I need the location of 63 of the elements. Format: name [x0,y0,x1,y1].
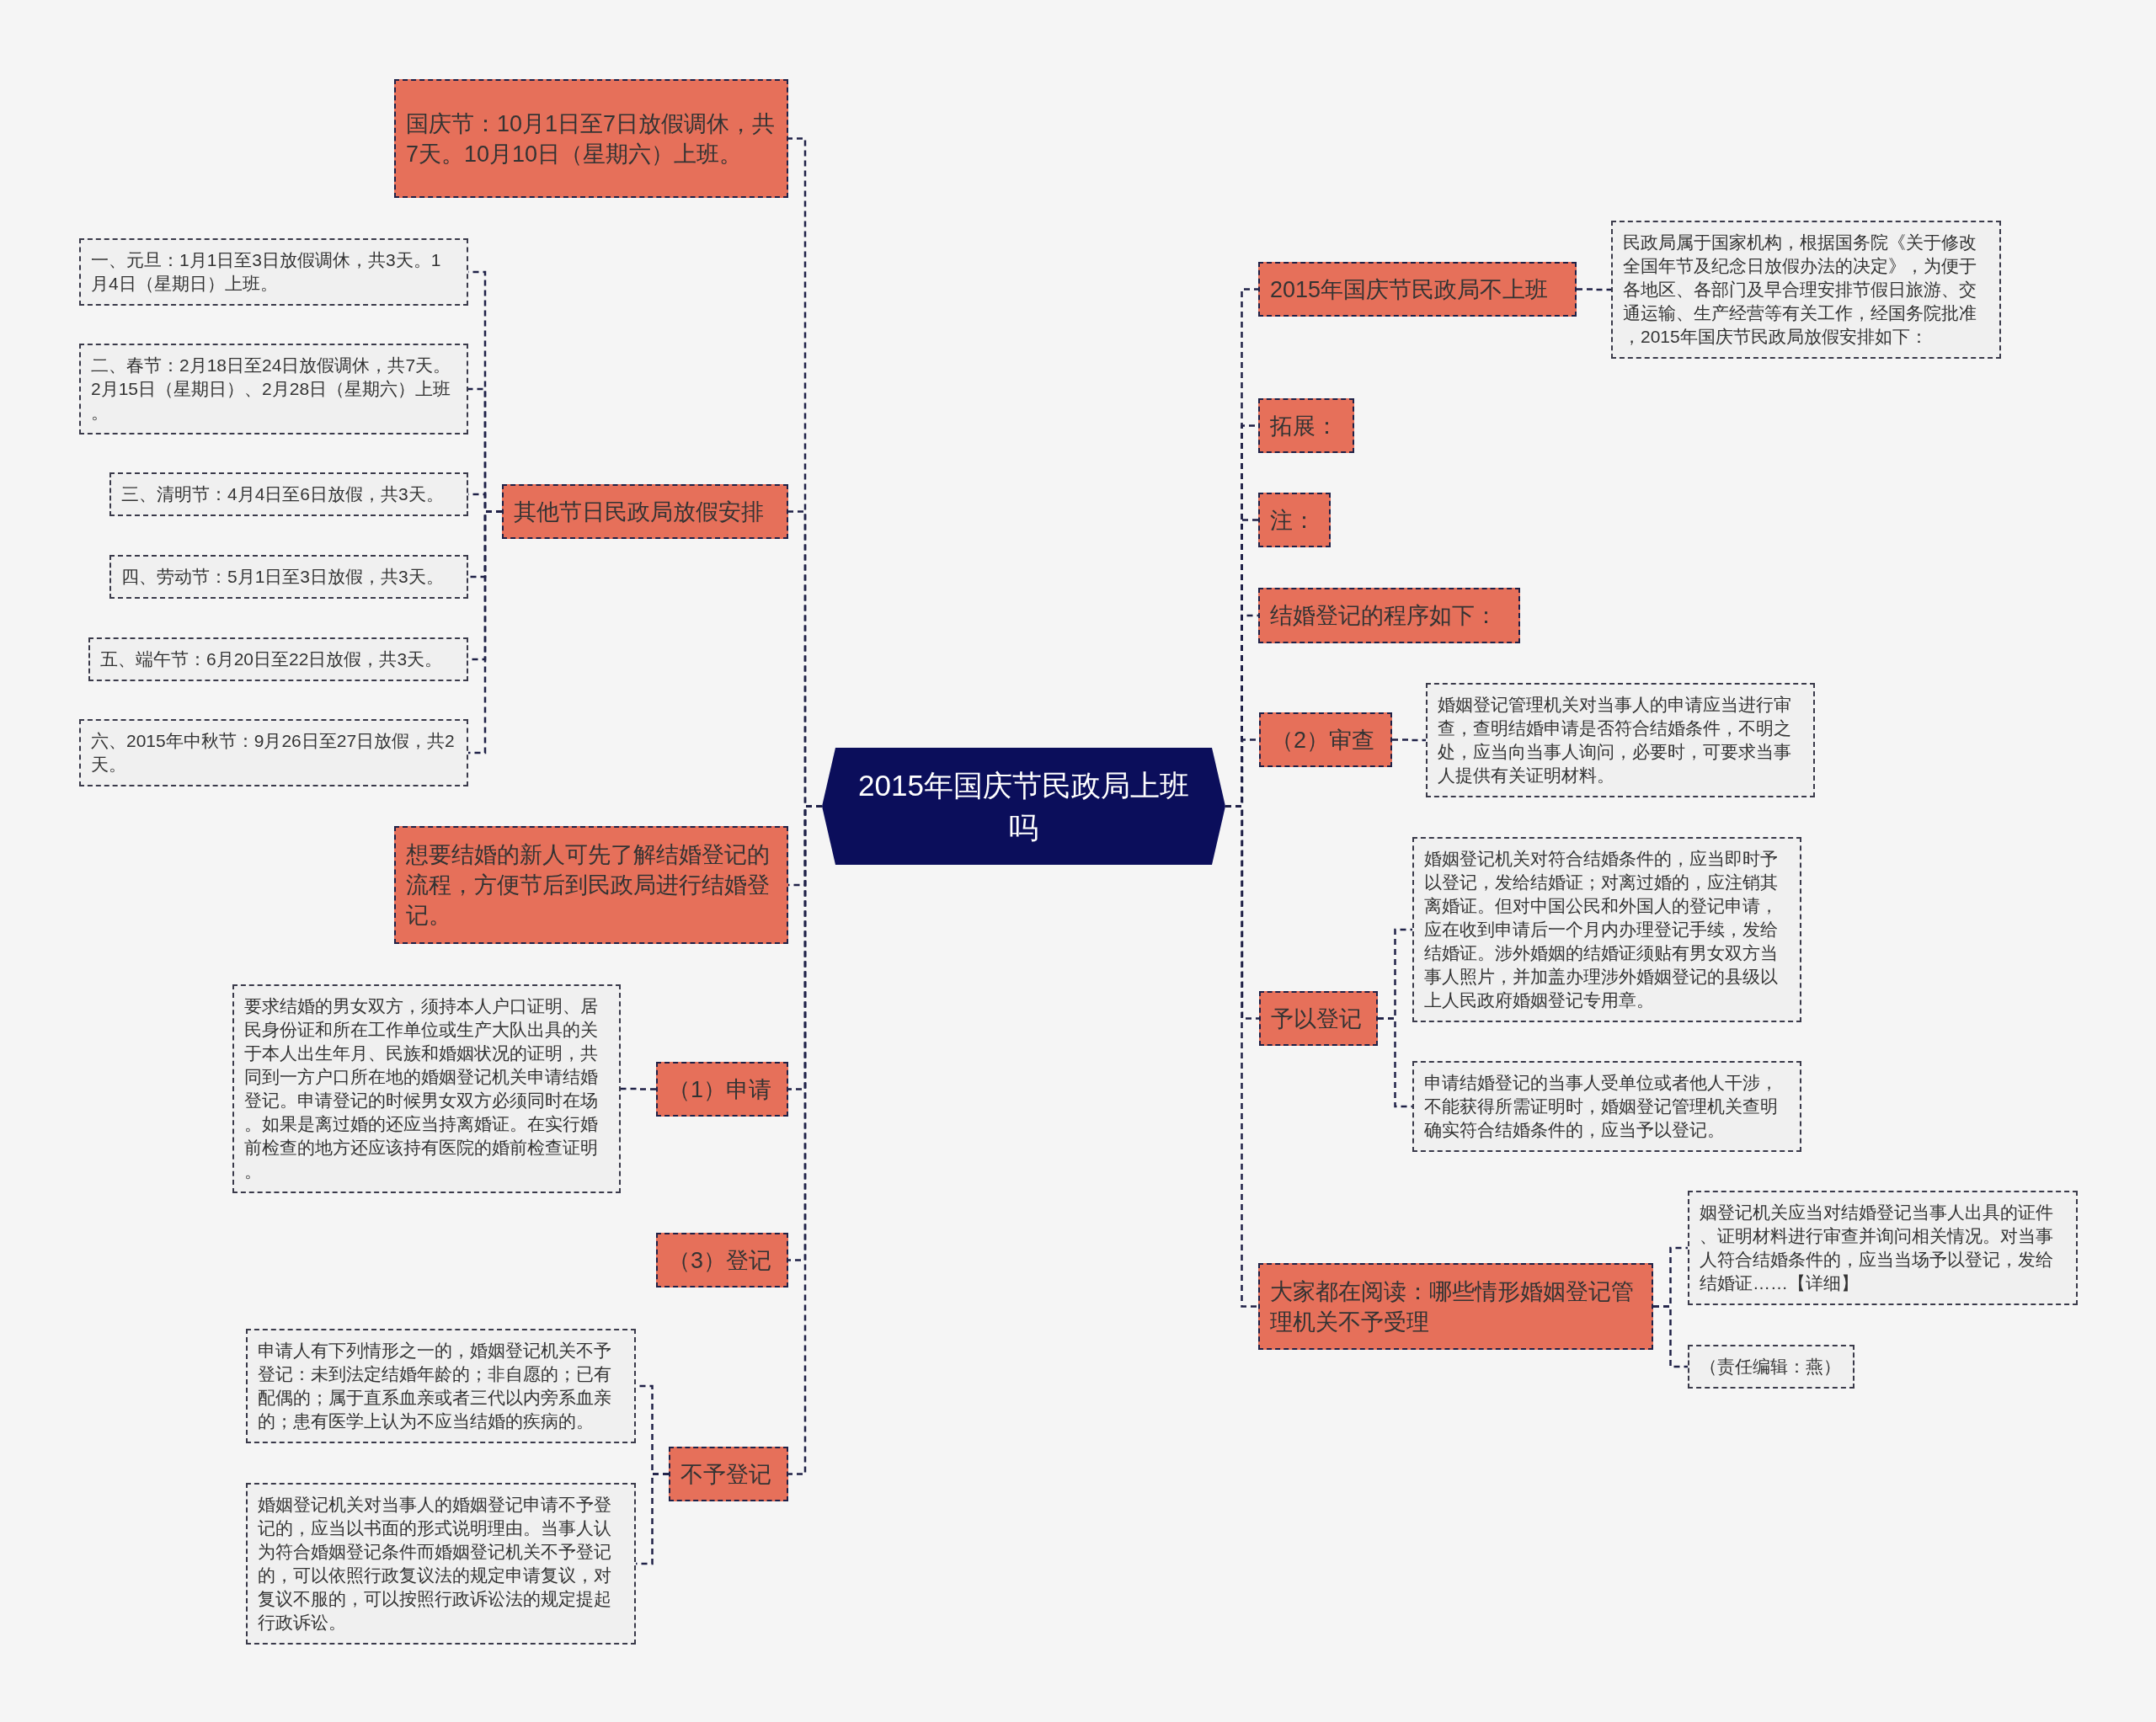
note-box [79,238,468,306]
note-box [1688,1191,2078,1305]
connector-line [1378,1017,1412,1108]
topic-text: （3）登记 [668,1246,772,1275]
topic-box [669,1447,788,1501]
connector-line [1653,1305,1688,1368]
note-text: 申请结婚登记的当事人受单位或者他人干涉，不能获得所需证明时，婚姻登记管理机关查明确实符合结婚条件的，应当予以登记。 [1424,1072,1779,1141]
topic-box [502,484,788,539]
topic-text: （1）申请 [668,1075,772,1104]
note-text: 一、元旦：1月1日至3日放假调休，共3天。1月4日（星期日）上班。 [91,249,442,295]
note-text: 申请人有下列情形之一的，婚姻登记机关不予登记：未到法定结婚年龄的；非自愿的；已有配偶的；属于直系血亲或者三代以内旁系血亲的；患有医学上认为不应当结婚的疾病的。 [258,1340,612,1432]
topic-text: 想要结婚的新人可先了解结婚登记的流程，方便节后到民政局进行结婚登记。 [406,841,771,930]
topic-text: 拓展： [1270,412,1338,440]
note-box [1412,1061,1801,1152]
topic-box [1258,493,1331,547]
topic-box [656,1062,788,1117]
topic-text: （2）审查 [1271,726,1375,754]
topic-text: 结婚登记的程序如下： [1270,602,1497,630]
note-box [232,984,621,1193]
topic-box [1259,712,1392,767]
note-box [1412,837,1801,1022]
topic-box [656,1233,788,1288]
note-text: 民政局属于国家机构，根据国务院《关于修改全国年节及纪念日放假办法的决定》，为便于各地区、各部门及早合理安排节假日旅游、交通运输、生产经营等有关工作，经国务院批准，2015年国庆节民政局放假安排如下： [1623,232,1977,348]
connector-line [468,510,502,754]
topic-text: 其他节日民政局放假安排 [514,498,764,526]
topic-box [1258,262,1577,317]
note-box [1426,683,1815,797]
note-box [1611,221,2001,359]
note-box [88,637,468,681]
note-text: 四、劳动节：5月1日至3日放假，共3天。 [121,566,444,588]
note-text: 三、清明节：4月4日至6日放假，共3天。 [121,483,444,505]
note-text: （责任编辑：燕） [1700,1356,1841,1378]
note-box [246,1329,636,1443]
note-box [1688,1345,1854,1389]
topic-text: 国庆节：10月1日至7日放假调休，共7天。10月10日（星期六）上班。 [406,109,776,168]
central-topic-text: 2015年国庆节民政局上班吗 [857,767,1190,845]
topic-box [394,826,788,944]
topic-box [394,79,788,198]
note-text: 婚姻登记机关对当事人的婚姻登记申请不予登记的，应当以书面的形式说明理由。当事人认为符合婚姻登记条件而婚姻登记机关不予登记的，可以依照行政复议法的规定申请复议，对复议不服的，可以按照行政诉讼法的规定提起行政诉讼。 [258,1494,612,1634]
topic-box [1258,588,1520,643]
connector-line [1577,288,1611,291]
note-box [79,344,468,434]
note-box [109,555,468,599]
note-box [79,719,468,786]
note-text: 姻登记机关应当对结婚登记当事人出具的证件、证明材料进行审查并询问相关情况。对当事人符合结婚条件的，应当当场予以登记，发给结婚证……【详细】 [1700,1202,2054,1294]
note-text: 五、端午节：6月20日至22日放假，共3天。 [100,648,443,670]
topic-box [1258,398,1354,453]
note-text: 要求结婚的男女双方，须持本人户口证明、居民身份证和所在工作单位或生产大队出具的关于本人出生年月、民族和婚姻状况的证明，共同到一方户口所在地的婚姻登记机关申请结婚登记。申请登记的时候男女双方必须同时在场。如果是离过婚的还应当持离婚证。在实行婚前检查的地方还应该持有医院的婚前检查证明。 [244,995,599,1182]
note-box [109,472,468,516]
topic-box [1259,991,1378,1046]
topic-text: 2015年国庆节民政局不上班 [1270,275,1549,304]
note-text: 六、2015年中秋节：9月26日至27日放假，共2天。 [91,730,456,776]
note-text: 婚姻登记机关对符合结婚条件的，应当即时予以登记，发给结婚证；对离过婚的，应注销其离婚证。但对中国公民和外国人的登记申请，应在收到申请后一个月内办理登记手续，发给结婚证。涉外婚姻的结婚证须贴有男女双方当事人照片，并加盖办理涉外婚姻登记的县级以上人民政府婚姻登记专用章。 [1424,848,1779,1011]
topic-text: 予以登记 [1271,1005,1362,1033]
topic-text: 不予登记 [680,1460,771,1489]
topic-box [1258,1263,1653,1350]
topic-text: 大家都在阅读：哪些情形婚姻登记管理机关不予受理 [1270,1277,1635,1336]
connector-line [621,1087,656,1090]
topic-text: 注： [1270,506,1315,535]
note-text: 婚姻登记管理机关对当事人的申请应当进行审查，查明结婚申请是否符合结婚条件，不明之处，应当向当事人询问，必要时，可要求当事人提供有关证明材料。 [1438,694,1792,786]
connector-line [1392,738,1426,742]
note-box [246,1483,636,1645]
note-text: 二、春节：2月18日至24日放假调休，共7天。2月15日（星期日）、2月28日（星期六）上班。 [91,355,452,424]
